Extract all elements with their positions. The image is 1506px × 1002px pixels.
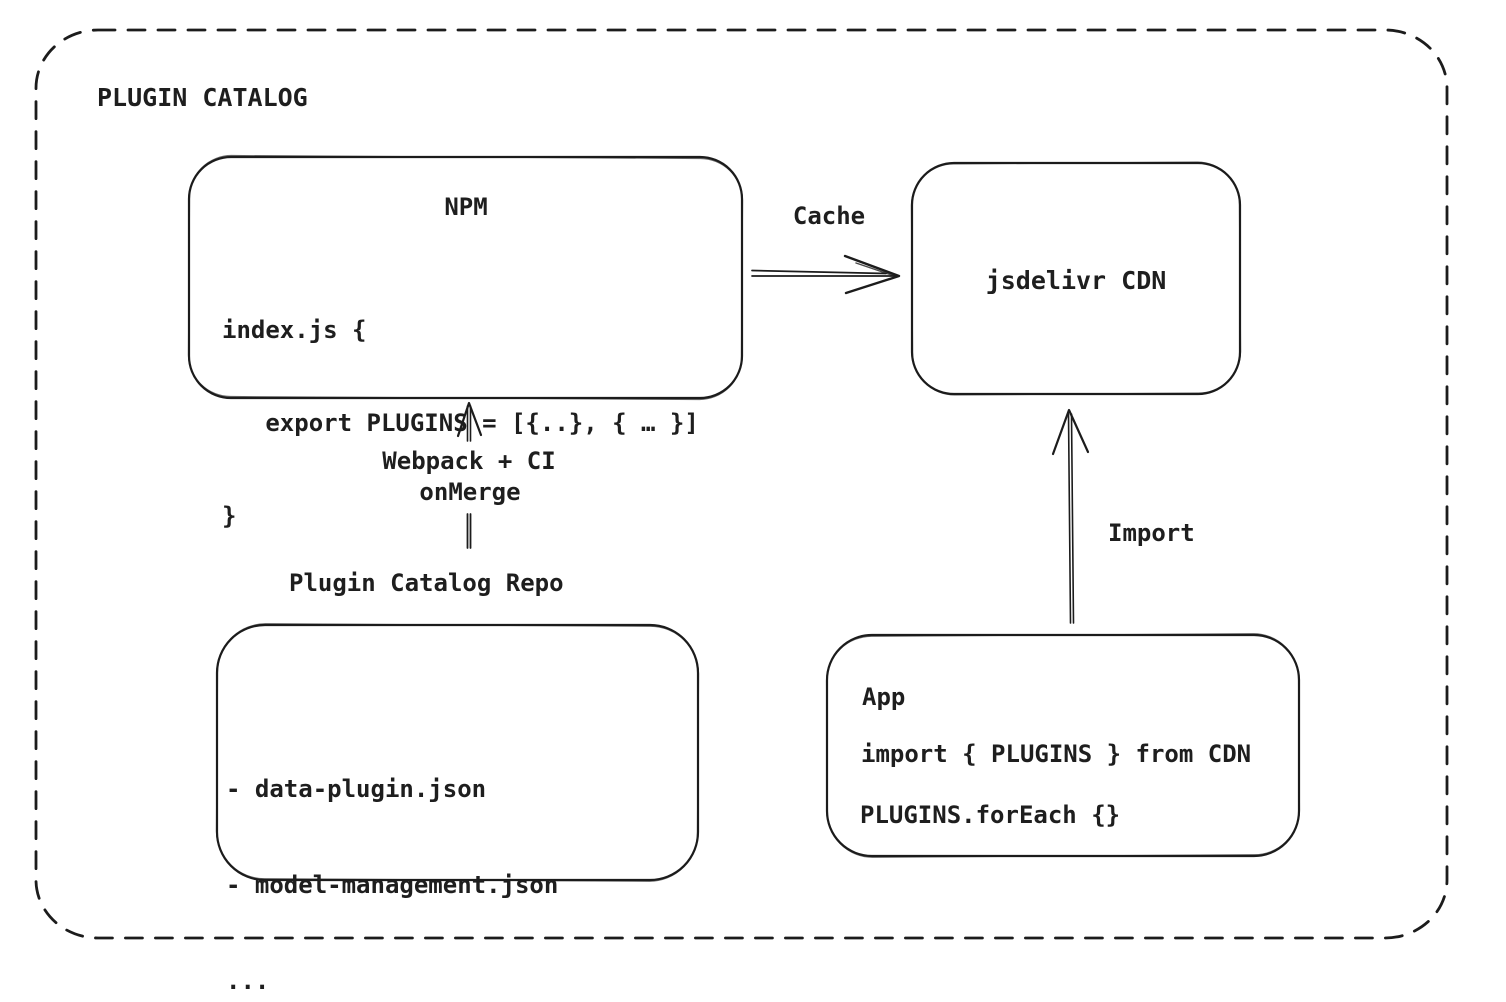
app-box-outline [825, 633, 1301, 858]
import-arrow [1051, 408, 1090, 624]
import-arrow-label: Import [1108, 519, 1195, 547]
build-arrow [456, 401, 483, 442]
repo-box-outline [215, 623, 700, 882]
repo-file-item: - model-management.json [226, 871, 559, 899]
build-arrow-tick [466, 513, 472, 549]
app-node-title: App [862, 683, 906, 711]
repo-file-list: - data-plugin.json - model-management.js… [226, 709, 558, 1002]
repo-file-item: ... [226, 967, 270, 995]
build-arrow-label-line2: onMerge [419, 478, 521, 506]
app-code-line: import { PLUGINS } from CDN [861, 740, 1252, 768]
cdn-node-label: jsdelivr CDN [985, 266, 1167, 295]
npm-code-line: export PLUGINS = [{..}, { … }] [222, 409, 699, 437]
cdn-box-outline [910, 161, 1242, 396]
npm-code-block: index.js { export PLUGINS = [{..}, { … }… [222, 253, 699, 594]
frame-title: PLUGIN CATALOG [97, 83, 308, 112]
repo-node-label: Plugin Catalog Repo [289, 569, 564, 597]
repo-file-item: - data-plugin.json [226, 775, 487, 803]
cache-arrow [751, 254, 901, 295]
npm-node-title: NPM [444, 193, 488, 221]
cache-arrow-label: Cache [792, 202, 866, 230]
npm-box-outline [187, 154, 744, 401]
npm-code-line: } [222, 502, 237, 530]
npm-code-line: index.js { [222, 316, 367, 344]
app-code-line: PLUGINS.forEach {} [860, 801, 1121, 829]
build-arrow-label-line1: Webpack + CI [382, 447, 556, 475]
outer-frame [34, 28, 1449, 940]
